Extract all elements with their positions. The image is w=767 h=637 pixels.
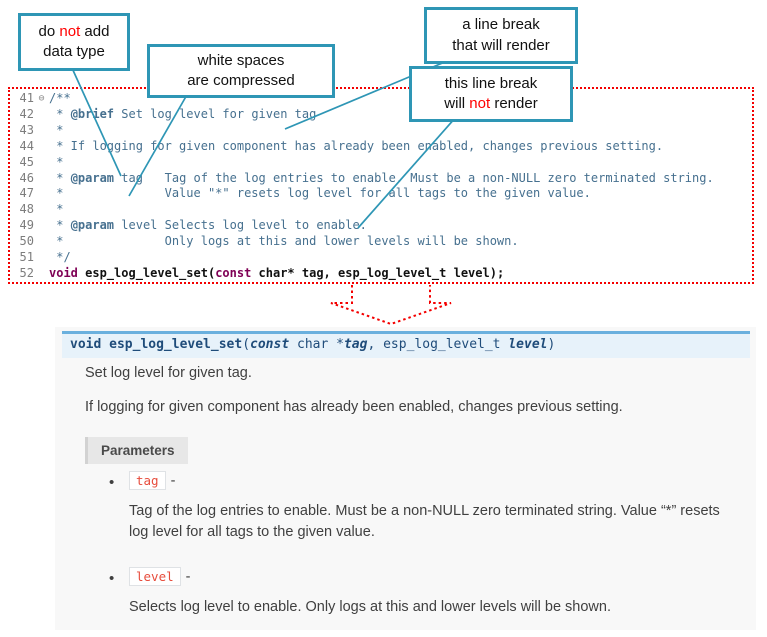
code-line: 42 * @brief Set log level for given tag [12,107,714,123]
code-text: * [49,122,64,137]
code-text: * [49,202,64,217]
fold-gutter [34,234,49,250]
line-number: 51 [19,250,34,265]
param-dash: - [170,473,176,489]
fold-gutter [34,123,49,139]
line-number: 42 [19,106,34,121]
param-description: Selects log level to enable. Only logs a… [129,599,611,615]
fold-gutter [34,155,49,171]
down-arrow-icon [330,285,452,326]
callout-line-break-renders: a line break that will render [424,7,578,64]
callout-text-line: data type [43,43,105,60]
code-text: * @param level Selects log level to enab… [49,218,367,233]
line-number: 50 [19,234,34,249]
callout-text-line: that will render [452,36,550,54]
callout-text-line: are compressed [187,72,295,89]
callout-white-spaces-compressed: white spaces are compressed [147,44,335,98]
line-number: 49 [19,218,34,233]
code-text: * If logging for given component has alr… [49,138,664,153]
code-line: 45 * [12,155,714,171]
code-line: 52 void esp_log_level_set(const char* tag… [12,266,714,282]
line-number: 43 [19,122,34,137]
callout-text-line: white spaces [197,51,285,69]
fold-gutter [34,186,49,202]
code-line: 48 * [12,202,714,218]
code-line: 44 * If logging for given component has … [12,139,714,155]
callout-line-break-not-render: this line break will not render [409,66,573,122]
code-line: 51 */ [12,250,714,266]
line-number: 48 [19,202,34,217]
code-text: * Only logs at this and lower levels wil… [49,234,519,249]
fold-gutter [34,266,49,282]
param-item: level- Selects log level to enable. Only … [107,567,755,618]
param-description: Tag of the log entries to enable. Must b… [129,503,720,540]
callout-text-line: do not add [38,22,110,40]
fold-gutter [34,218,49,234]
code-text: * @brief Set log level for given tag [49,106,317,121]
fold-marker-icon: ⊖ [38,93,45,104]
docs-brief-paragraph: Set log level for given tag. [85,365,252,381]
param-name-code: tag [129,471,166,490]
code-text: * [49,154,64,169]
fold-gutter [34,202,49,218]
code-text: /** [49,91,71,105]
parameters-label: Parameters [85,437,188,464]
code-line: 47 * Value "*" resets log level for all … [12,186,714,202]
param-name-code: level [129,567,181,586]
line-number: 47 [19,186,34,201]
code-line: 49 * @param level Selects log level to e… [12,218,714,234]
docs-description-paragraph: If logging for given component has alrea… [85,399,623,415]
param-item: tag- Tag of the log entries to enable. Mu… [107,471,755,543]
code-line: 43 * [12,123,714,139]
callout-text-line: a line break [462,16,540,34]
code-text: * Value "*" resets log level for all tag… [49,186,591,201]
param-heading: level- [129,567,755,591]
param-heading: tag- [129,471,755,495]
fold-gutter [34,139,49,155]
callout-do-not-add-data-type: do not add data type [18,13,130,71]
code-text: void esp_log_level_set(const char* tag, … [49,265,505,280]
line-number: 44 [19,138,34,153]
fold-gutter [34,107,49,123]
line-number: 45 [19,154,34,169]
function-signature: void esp_log_level_set(const char *tag, … [62,331,750,358]
param-dash: - [185,569,191,585]
code-text: * @param tag Tag of the log entries to e… [49,170,714,185]
fold-gutter [34,171,49,187]
line-number: 41 [19,91,34,105]
parameters-list: tag-Tag of the log entries to enable. Mu… [107,471,755,637]
code-line: 46 * @param tag Tag of the log entries t… [12,171,714,187]
callout-text-line: will not render [444,95,538,112]
line-number: 46 [19,170,34,185]
code-line: 41 ⊖ /** [12,91,714,107]
docs-panel: void esp_log_level_set(const char *tag, … [55,327,756,630]
code-text: */ [49,250,71,265]
line-number: 52 [19,265,34,280]
code-editor: 41 ⊖ /** 42 * @brief Set log level for give… [12,91,714,282]
callout-text-line: this line break [444,74,538,92]
fold-gutter [34,250,49,266]
code-line: 50 * Only logs at this and lower levels … [12,234,714,250]
